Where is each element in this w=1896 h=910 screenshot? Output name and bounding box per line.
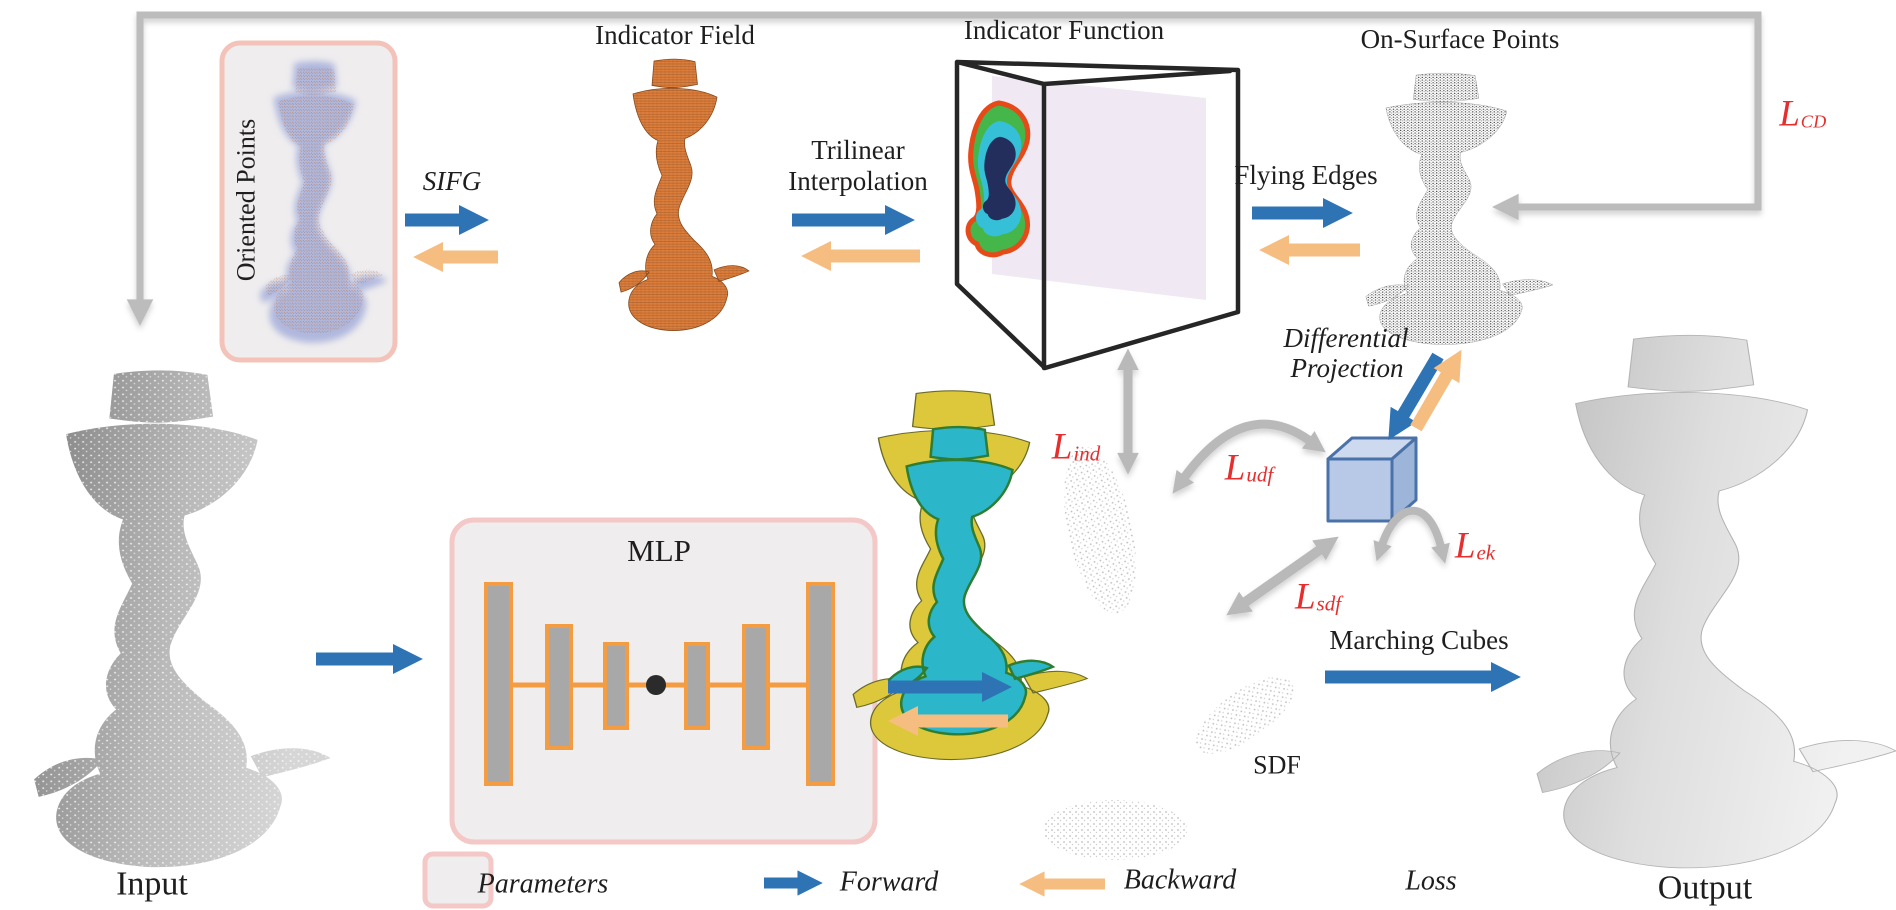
- backward-arrows: [413, 235, 1462, 736]
- marching-cubes-label: Marching Cubes: [1329, 625, 1509, 656]
- mlp-box: [449, 517, 878, 845]
- loss-udf-subscript: udf: [1246, 462, 1274, 487]
- legend-forward-label: Forward: [839, 866, 939, 898]
- slice-plane: [992, 76, 1206, 300]
- loss-arrow-udf: [1172, 419, 1326, 494]
- legend-parameters-label: Parameters: [477, 868, 609, 900]
- output-model: [1536, 334, 1896, 869]
- sdf-label: SDF: [1253, 750, 1301, 780]
- trilinear-label-line1: Trilinear: [811, 135, 905, 166]
- mlp-layers: [484, 582, 835, 786]
- lcd-loop-arrow: [126, 11, 1762, 326]
- legend-parameters-swatch: [422, 851, 494, 909]
- oriented-points-box: [219, 40, 398, 363]
- loss-arrows: [1117, 348, 1450, 616]
- mlp-latent-dot: [646, 675, 666, 695]
- loss-sdf-subscript: sdf: [1316, 591, 1342, 616]
- differential-projection-label-line2: Projection: [1290, 353, 1404, 384]
- indicator-function-box: [954, 59, 1241, 371]
- flying-edges-label: Flying Edges: [1234, 160, 1378, 191]
- loss-ind-symbol: L: [1051, 426, 1073, 468]
- sdf-model: [852, 390, 1295, 860]
- indicator-function-label: Indicator Function: [963, 15, 1165, 46]
- on-surface-points-label: On-Surface Points: [1360, 24, 1560, 55]
- loss-ind-subscript: ind: [1073, 441, 1101, 466]
- loss-cd-symbol: L: [1779, 93, 1800, 135]
- output-label: Output: [1657, 869, 1753, 907]
- differential-projection-label-line1: Differential: [1283, 323, 1409, 354]
- forward-arrow-projection: [1388, 352, 1444, 441]
- indicator-field-label: Indicator Field: [595, 20, 755, 51]
- input-model: [34, 370, 331, 868]
- forward-arrows: [316, 198, 1521, 702]
- loss-udf-symbol: L: [1224, 447, 1246, 489]
- loss-sdf-symbol: L: [1294, 576, 1316, 618]
- loss-ek-subscript: ek: [1476, 540, 1496, 565]
- query-cube: [1326, 436, 1418, 523]
- loss-cd-subscript: CD: [1800, 111, 1827, 132]
- indicator-field-model: [618, 58, 750, 331]
- legend-loss-label: Loss: [1405, 865, 1457, 897]
- loss-ek-symbol: L: [1454, 525, 1476, 567]
- mlp-label: MLP: [627, 532, 691, 568]
- input-label: Input: [116, 865, 188, 903]
- loss-arrow-ek: [1373, 506, 1450, 564]
- oriented-points-label: Oriented Points: [231, 118, 261, 282]
- loss-arrow-sdf: [1226, 536, 1339, 616]
- trilinear-label-line2: Interpolation: [788, 166, 928, 197]
- legend-glyphs: [422, 851, 1402, 909]
- backward-arrow-projection: [1410, 349, 1462, 432]
- sifg-label: SIFG: [422, 166, 482, 197]
- legend-backward-label: Backward: [1123, 864, 1237, 896]
